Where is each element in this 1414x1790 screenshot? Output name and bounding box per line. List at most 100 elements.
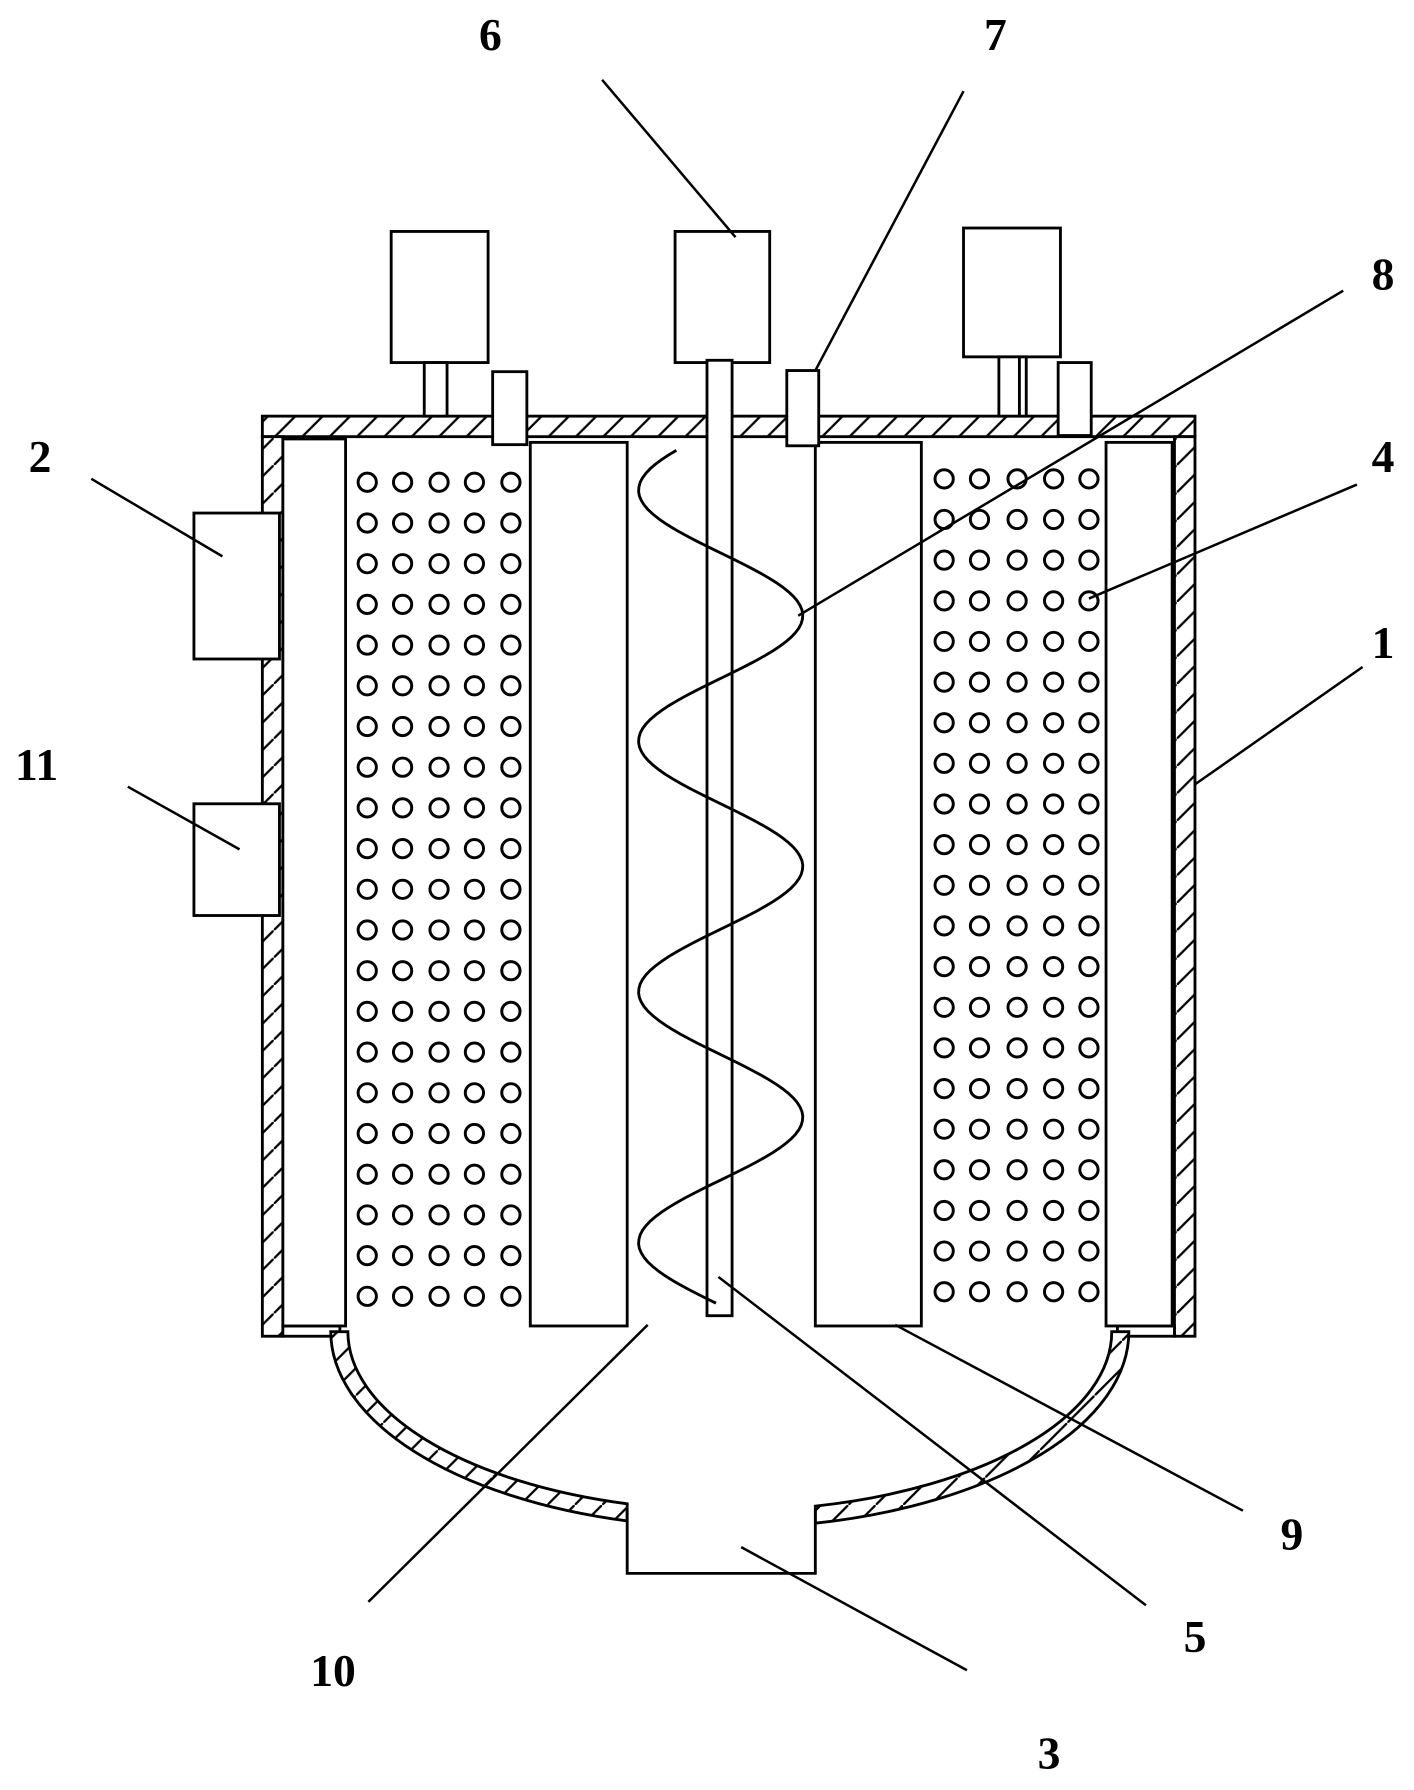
- packing-ball: [356, 797, 378, 819]
- packing-ball: [933, 752, 955, 774]
- leader-line-2: [90, 477, 224, 558]
- packing-ball: [1042, 874, 1065, 896]
- packing-ball: [463, 837, 486, 860]
- packing-ball: [933, 834, 955, 856]
- side-nozzle-upper: [192, 511, 281, 661]
- packing-ball: [1006, 915, 1028, 937]
- leader-line-5: [717, 1275, 1147, 1607]
- packing-ball: [1078, 874, 1100, 896]
- packing-ball: [1042, 671, 1065, 693]
- packing-ball: [356, 1245, 378, 1267]
- packing-ball: [1006, 996, 1028, 1018]
- packing-ball: [1078, 915, 1100, 937]
- packing-ball: [1078, 549, 1100, 571]
- packing-ball: [463, 471, 486, 493]
- packing-ball: [500, 1000, 522, 1023]
- packing-ball: [1078, 1118, 1100, 1140]
- packing-ball: [1006, 1118, 1028, 1140]
- packing-ball: [1006, 1199, 1028, 1222]
- packing-ball: [968, 712, 991, 734]
- packing-ball: [500, 593, 522, 615]
- packing-ball: [1042, 996, 1065, 1018]
- packing-ball: [933, 955, 955, 978]
- packing-bed-left: [356, 471, 522, 1307]
- packing-ball: [933, 1077, 955, 1100]
- leader-line-4: [1088, 483, 1358, 600]
- packing-ball: [933, 1199, 955, 1222]
- packing-ball: [428, 919, 450, 941]
- packing-ball: [463, 675, 486, 697]
- packing-ball: [428, 756, 450, 778]
- inner-columns: [281, 437, 1174, 1328]
- packing-ball: [500, 1285, 522, 1307]
- packing-ball: [500, 837, 522, 860]
- packing-ball: [500, 960, 522, 982]
- packing-ball: [968, 1118, 991, 1140]
- packing-ball: [356, 471, 378, 493]
- packing-ball: [933, 671, 955, 693]
- callout-label-7: 7: [984, 9, 1007, 60]
- packing-ball: [500, 715, 522, 738]
- packing-ball: [1006, 549, 1028, 571]
- leader-line-9: [894, 1323, 1244, 1512]
- packing-ball: [500, 553, 522, 575]
- packing-ball: [1042, 549, 1065, 571]
- packing-ball: [428, 553, 450, 575]
- packing-ball: [463, 1082, 486, 1104]
- callout-label-2: 2: [29, 431, 52, 482]
- packing-ball: [463, 634, 486, 656]
- packing-ball: [1006, 834, 1028, 856]
- packing-ball: [428, 1204, 450, 1226]
- packing-ball: [463, 512, 486, 534]
- left-inner-column: [528, 440, 629, 1328]
- packing-ball: [500, 634, 522, 656]
- left-outer-column: [281, 437, 348, 1328]
- callout-label-11: 11: [15, 739, 58, 790]
- leader-line-6: [601, 78, 737, 238]
- packing-ball: [1078, 1240, 1100, 1262]
- packing-ball: [428, 715, 450, 738]
- packing-ball: [1078, 996, 1100, 1018]
- packing-ball: [356, 593, 378, 615]
- packing-ball: [500, 1204, 522, 1226]
- leader-line-7: [814, 90, 965, 372]
- packing-ball: [356, 1163, 378, 1185]
- packing-ball: [1042, 834, 1065, 856]
- packing-ball: [391, 1082, 414, 1104]
- callout-label-5: 5: [1184, 1611, 1207, 1662]
- packing-ball: [1042, 915, 1065, 937]
- packing-ball: [463, 919, 486, 941]
- left-motor-box: [389, 230, 490, 364]
- packing-ball: [1042, 1159, 1065, 1181]
- packing-ball: [391, 797, 414, 819]
- leader-line-3: [740, 1546, 968, 1672]
- packing-ball: [500, 675, 522, 697]
- packing-ball: [463, 593, 486, 615]
- packing-ball: [933, 1118, 955, 1140]
- leader-line-1: [1194, 665, 1364, 786]
- packing-ball: [391, 878, 414, 900]
- packing-ball: [1078, 834, 1100, 856]
- packing-ball: [1042, 955, 1065, 978]
- packing-ball: [1078, 590, 1100, 612]
- packing-ball: [1006, 671, 1028, 693]
- packing-ball: [1042, 712, 1065, 734]
- packing-ball: [933, 1037, 955, 1059]
- packing-ball: [391, 553, 414, 575]
- packing-ball: [933, 590, 955, 612]
- callout-label-4: 4: [1372, 431, 1395, 482]
- leader-line-11: [127, 785, 241, 851]
- right-motor-box: [962, 226, 1062, 359]
- packing-ball: [1006, 955, 1028, 978]
- packing-ball: [391, 960, 414, 982]
- packing-ball: [933, 996, 955, 1018]
- vessel-shell: [260, 414, 1197, 1575]
- packing-ball: [1042, 1118, 1065, 1140]
- top-port-center: [785, 369, 821, 448]
- packing-ball: [933, 1281, 955, 1303]
- packing-ball: [933, 630, 955, 653]
- callout-labels: 6 7 8 2 4 1 11 9 10 5 3: [15, 9, 1394, 1778]
- packing-ball: [463, 1122, 486, 1145]
- packing-ball: [463, 756, 486, 778]
- packing-ball: [428, 634, 450, 656]
